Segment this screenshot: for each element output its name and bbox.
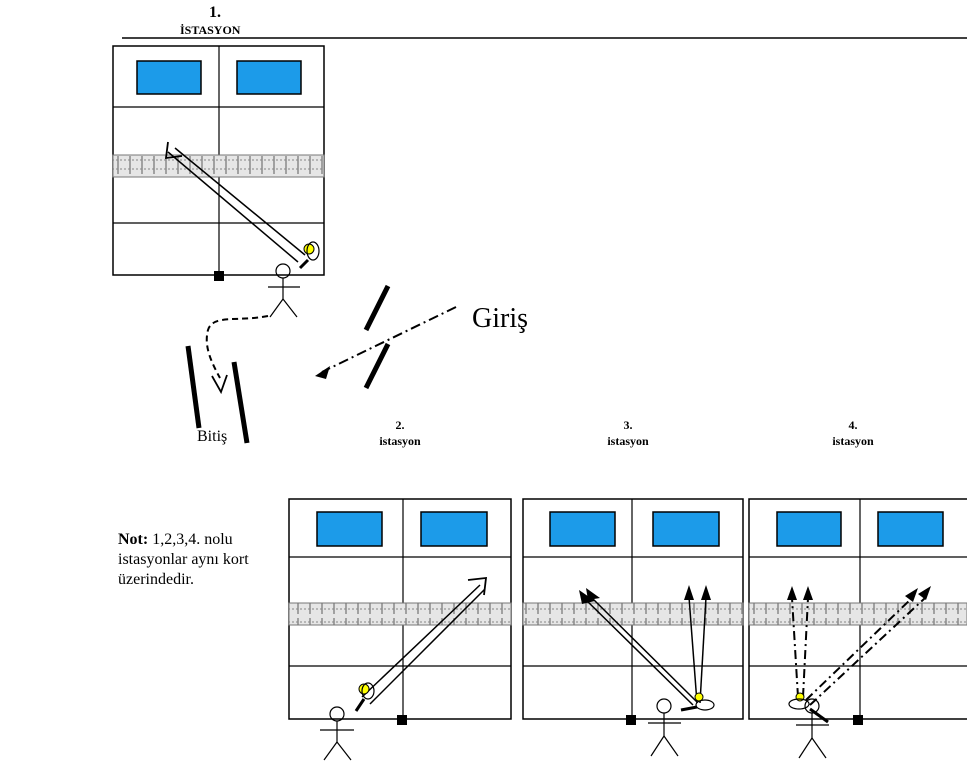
target-left [776, 511, 842, 547]
racket [361, 682, 375, 700]
center-marker [626, 715, 636, 725]
target-right [877, 511, 944, 547]
note-text: 1,2,3,4. nolu istasyonlar aynı kort üzer… [118, 531, 249, 588]
entry-gate-bottom [363, 342, 391, 390]
target-right [652, 511, 720, 547]
station-4-number: 4. [848, 418, 858, 432]
entry-label: Giriş [472, 303, 528, 334]
player-figure [268, 263, 300, 318]
exit-gate-right [231, 361, 250, 444]
net [288, 602, 512, 626]
station-3-label: istasyon [607, 434, 649, 448]
exit-path [205, 315, 269, 379]
racket [695, 699, 715, 711]
station-4-label: istasyon [832, 434, 874, 448]
target-left [316, 511, 383, 547]
station-2-label: istasyon [379, 434, 421, 448]
net [522, 602, 744, 626]
entry-gate-top [363, 284, 391, 332]
station-1-label: İSTASYON [180, 23, 241, 37]
racket [306, 241, 320, 261]
center-marker [214, 271, 224, 281]
target-right [236, 60, 302, 95]
racket [788, 698, 810, 710]
target-left [136, 60, 202, 95]
station-3-number: 3. [623, 418, 633, 432]
court-3 [522, 498, 744, 757]
exit-label: Bitiş [197, 428, 228, 445]
player-figure [320, 706, 354, 761]
player-figure [796, 698, 829, 759]
court-2 [288, 498, 512, 761]
center-marker [397, 715, 407, 725]
court-4 [748, 498, 967, 759]
station-1-number: 1. [209, 4, 221, 21]
net [112, 154, 325, 178]
target-left [549, 511, 616, 547]
player-figure [648, 698, 681, 757]
exit-gate-left [185, 345, 202, 429]
station-2-number: 2. [395, 418, 405, 432]
note-label: Not: [118, 531, 149, 548]
net [748, 602, 967, 626]
note: Not: 1,2,3,4. nolu istasyonlar aynı kort… [118, 530, 268, 590]
target-right [420, 511, 488, 547]
court-1 [112, 45, 325, 318]
ball [303, 243, 315, 255]
center-marker [853, 715, 863, 725]
entry-path [321, 306, 457, 373]
